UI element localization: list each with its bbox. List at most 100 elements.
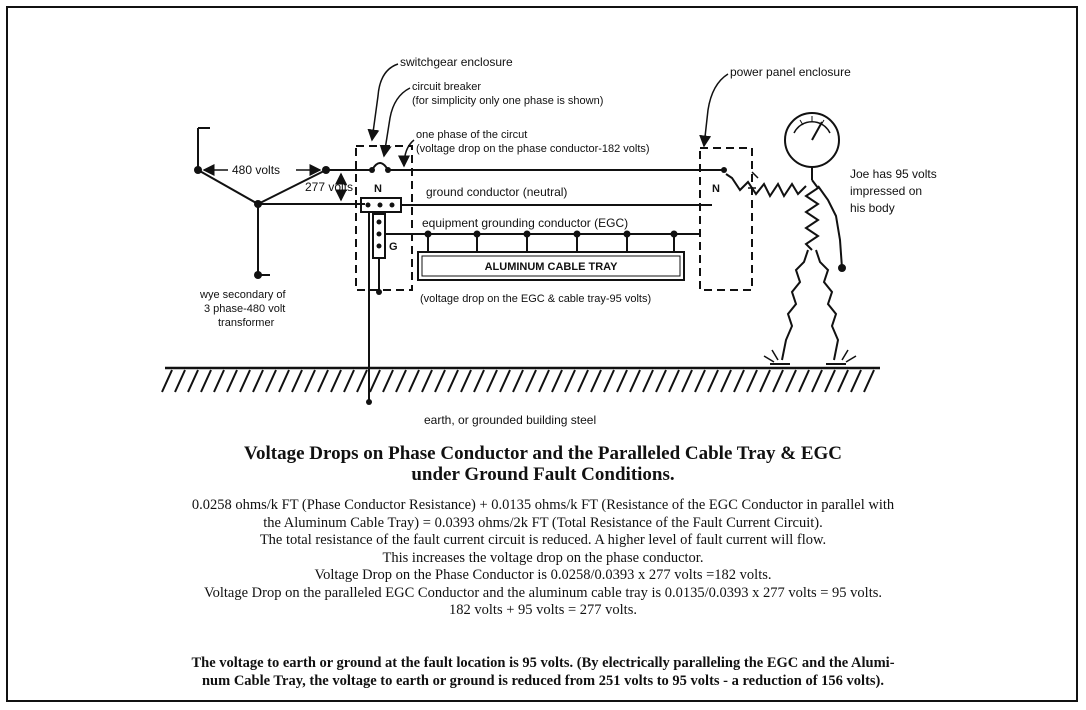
label-g-switchgear: G [389, 241, 398, 253]
hatch-mark [291, 369, 303, 393]
hatch-mark [343, 369, 355, 393]
caption-title: Voltage Drops on Phase Conductor and the… [20, 443, 1066, 485]
hatch-mark [187, 369, 199, 393]
hatch-mark [304, 369, 316, 393]
spark-marks [748, 171, 857, 363]
hatch-mark [720, 369, 732, 393]
wye-transformer [197, 127, 365, 276]
hatch-mark [200, 369, 212, 393]
hatch-mark [694, 369, 706, 393]
hatch-mark [239, 369, 251, 393]
label-phase-drop: (voltage drop on the phase conductor-182… [416, 143, 650, 155]
terminal-dot [254, 271, 262, 279]
terminal-dot [254, 200, 262, 208]
caption-conclusion: The voltage to earth or ground at the fa… [20, 654, 1066, 690]
label-n-panel: N [712, 183, 720, 195]
label-switchgear: switchgear enclosure [400, 55, 513, 69]
body-line: This increases the voltage drop on the p… [382, 549, 704, 566]
hatch-mark [837, 369, 849, 393]
label-joe-2: impressed on [850, 184, 922, 198]
label-breaker-note: (for simplicity only one phase is shown) [412, 95, 603, 107]
caption-body: 0.0258 ohms/k FT (Phase Conductor Resist… [20, 497, 1066, 620]
label-power-panel: power panel enclosure [730, 65, 851, 79]
hatch-mark [473, 369, 485, 393]
hatch-mark [317, 369, 329, 393]
label-joe-1: Joe has 95 volts [850, 167, 937, 181]
hatch-mark [785, 369, 797, 393]
hatch-mark [759, 369, 771, 393]
hatch-mark [174, 369, 186, 393]
hatch-mark [668, 369, 680, 393]
hatch-mark [811, 369, 823, 393]
conclusion-line: The voltage to earth or ground at the fa… [191, 655, 895, 671]
body-line: Voltage Drop on the paralleled EGC Condu… [203, 584, 883, 601]
fault-circuit-diagram: 480 volts 277 volts N G ALUMINUM CABLE T… [161, 55, 937, 427]
hatch-mark [603, 369, 615, 393]
hatch-mark [265, 369, 277, 393]
hatch-mark [460, 369, 472, 393]
label-tray-drop: (voltage drop on the EGC & cable tray-95… [420, 293, 651, 305]
hatch-mark [499, 369, 511, 393]
earth-hatch [161, 369, 875, 393]
hatch-mark [863, 369, 875, 393]
body-line: the Aluminum Cable Tray) = 0.0393 ohms/2… [263, 514, 823, 531]
hatch-mark [577, 369, 589, 393]
label-wye-1: wye secondary of [199, 289, 287, 301]
label-480-volts: 480 volts [232, 163, 280, 177]
label-earth: earth, or grounded building steel [424, 413, 596, 427]
label-277-volts: 277 volts [305, 180, 353, 194]
figure-frame [6, 6, 1078, 702]
hatch-mark [616, 369, 628, 393]
hatch-mark [850, 369, 862, 393]
hatch-mark [655, 369, 667, 393]
body-line: 182 volts + 95 volts = 277 volts. [449, 602, 637, 618]
hatch-mark [369, 369, 381, 393]
joe-figure [725, 112, 846, 365]
hatch-mark [252, 369, 264, 393]
label-egc: equipment grounding conductor (EGC) [422, 216, 628, 230]
hatch-mark [486, 369, 498, 393]
body-line: The total resistance of the fault curren… [259, 532, 827, 548]
label-phase: one phase of the circut [416, 129, 527, 141]
caption-title-line2: under Ground Fault Conditions. [411, 464, 675, 485]
hatch-mark [733, 369, 745, 393]
hatch-mark [512, 369, 524, 393]
hatch-mark [564, 369, 576, 393]
hatch-mark [746, 369, 758, 393]
hatch-mark [798, 369, 810, 393]
hatch-mark [681, 369, 693, 393]
aluminum-cable-tray [417, 251, 685, 281]
label-wye-3: transformer [218, 317, 275, 329]
hatch-mark [213, 369, 225, 393]
hatch-mark [161, 369, 173, 393]
hatch-mark [408, 369, 420, 393]
label-wye-2: 3 phase-480 volt [204, 303, 285, 315]
hatch-mark [278, 369, 290, 393]
hatch-mark [629, 369, 641, 393]
hatch-mark [395, 369, 407, 393]
hatch-mark [772, 369, 784, 393]
terminal-dot [194, 166, 202, 174]
hatch-mark [421, 369, 433, 393]
hatch-mark [525, 369, 537, 393]
body-line: 0.0258 ohms/k FT (Phase Conductor Resist… [191, 497, 895, 513]
label-ground-conductor: ground conductor (neutral) [426, 185, 567, 199]
hatch-mark [642, 369, 654, 393]
label-cable-tray: ALUMINUM CABLE TRAY [485, 261, 618, 273]
hatch-mark [330, 369, 342, 393]
hatch-mark [382, 369, 394, 393]
hatch-mark [226, 369, 238, 393]
caption-title-line1: Voltage Drops on Phase Conductor and the… [244, 443, 842, 464]
body-line: Voltage Drop on the Phase Conductor is 0… [314, 567, 772, 583]
label-n-switchgear: N [374, 183, 382, 195]
hatch-mark [824, 369, 836, 393]
hatch-mark [447, 369, 459, 393]
hatch-mark [707, 369, 719, 393]
label-joe-3: his body [850, 201, 895, 215]
hatch-mark [434, 369, 446, 393]
hatch-mark [538, 369, 550, 393]
egc-tray-bonds [424, 230, 678, 252]
power-panel-enclosure [699, 147, 753, 291]
hatch-mark [590, 369, 602, 393]
conclusion-line: num Cable Tray, the voltage to earth or … [201, 673, 885, 689]
